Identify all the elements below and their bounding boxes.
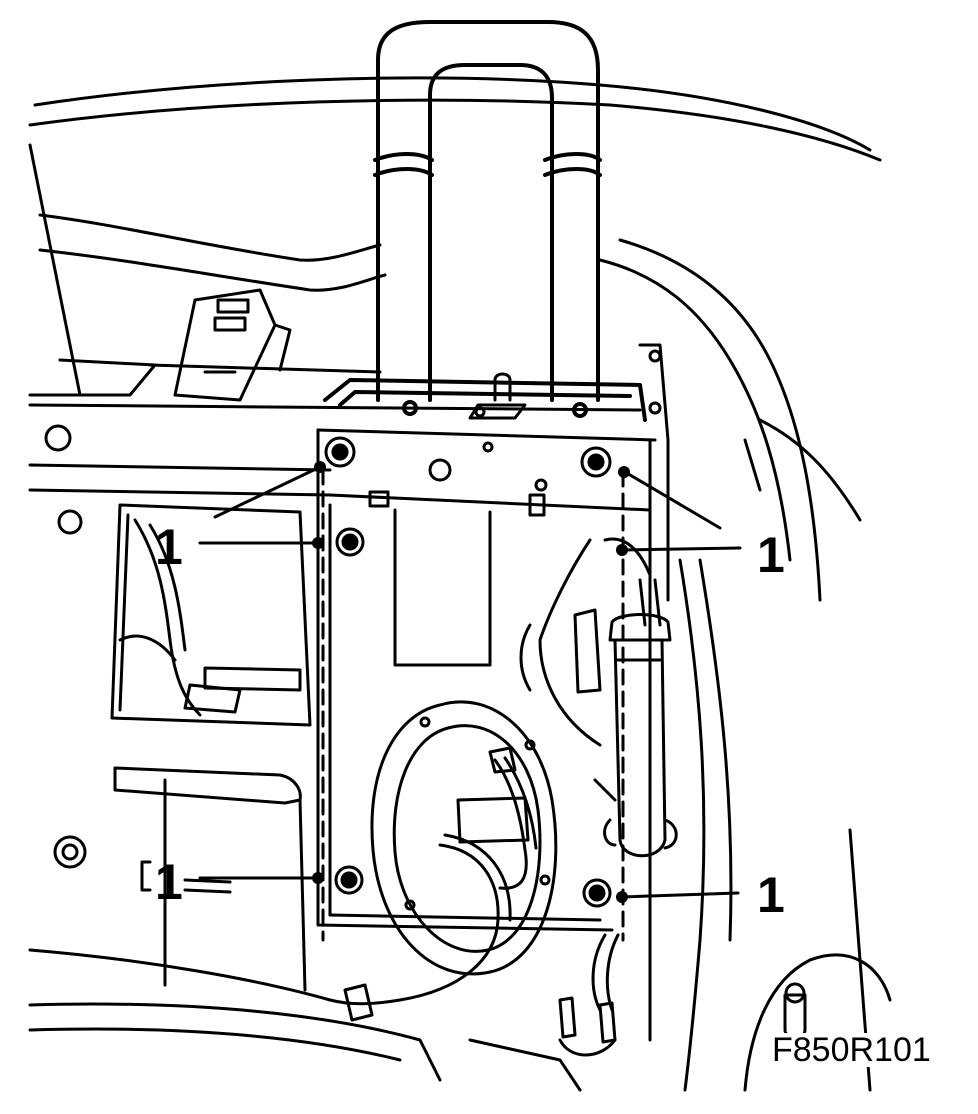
speaker-ring: [328, 700, 558, 1006]
top-clip: [468, 372, 527, 420]
screw-top-left: [324, 436, 356, 468]
callout-leaders: [198, 465, 742, 942]
callout-bracket-mark: [140, 860, 152, 892]
mounting-plate: [316, 428, 657, 932]
callout-dots: [312, 461, 630, 903]
rail-bracket: [173, 288, 292, 402]
lower-left-panel: [28, 766, 332, 1002]
lower-right-shell: [678, 558, 892, 1092]
mounting-screws: [324, 436, 612, 908]
screw-mid-left: [335, 527, 365, 557]
lifting-handle: [323, 20, 647, 422]
upper-rail: [28, 358, 642, 535]
inner-door-opening: [110, 503, 312, 727]
door-frame-lines: [28, 76, 882, 602]
callout-1-upper-left: 1: [155, 519, 183, 575]
screw-bottom-left: [334, 865, 364, 895]
window-switch-assembly: [538, 537, 678, 858]
lower-harness: [28, 933, 620, 1092]
screw-bottom-right: [582, 878, 612, 908]
figure-id: F850R101: [770, 1031, 933, 1069]
right-bracket-strip: [638, 343, 670, 1042]
callout-1-upper-right: 1: [757, 527, 785, 583]
screw-top-right: [580, 446, 612, 478]
callout-1-lower-right: 1: [757, 867, 785, 923]
callout-1-lower-left: 1: [155, 854, 183, 910]
